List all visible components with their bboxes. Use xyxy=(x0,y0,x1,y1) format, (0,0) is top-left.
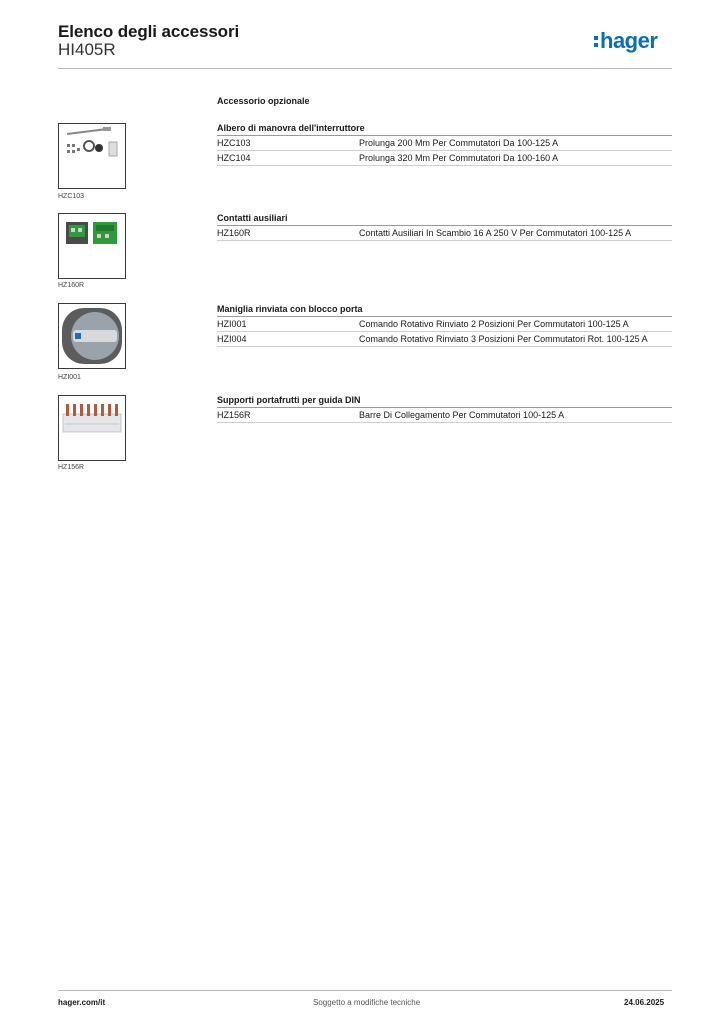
product-code: HZI004 xyxy=(217,334,247,344)
table-row: HZC103 Prolunga 200 Mm Per Commutatori D… xyxy=(217,136,672,151)
group-divider xyxy=(217,316,672,317)
product-code: HZC104 xyxy=(217,153,251,163)
footer-note: Soggetto a modifiche tecniche xyxy=(313,998,421,1007)
section-heading: Accessorio opzionale xyxy=(217,96,310,106)
product-code: HZ156R xyxy=(217,410,251,420)
product-code: HZ160R xyxy=(217,228,251,238)
product-description: Comando Rotativo Rinviato 2 Posizioni Pe… xyxy=(359,319,629,329)
group-divider xyxy=(217,225,672,226)
product-reference: HI405R xyxy=(58,40,116,59)
group-title: Maniglia rinviata con blocco porta xyxy=(217,304,363,314)
accessory-group-rotary-handle: Maniglia rinviata con blocco porta HZI00… xyxy=(217,302,672,347)
table-row: HZ156R Barre Di Collegamento Per Commuta… xyxy=(217,408,672,423)
group-title: Supporti portafrutti per guida DIN xyxy=(217,395,361,405)
product-code: HZC103 xyxy=(217,138,251,148)
accessory-group-shaft: Albero di manovra dell'interruttore HZC1… xyxy=(217,121,672,166)
product-description: Contatti Ausiliari In Scambio 16 A 250 V… xyxy=(359,228,632,238)
footer-date: 24.06.2025 xyxy=(624,998,665,1007)
table-row: HZI001 Comando Rotativo Rinviato 2 Posiz… xyxy=(217,317,672,332)
product-image-auxiliary-contacts xyxy=(58,213,126,279)
product-description: Comando Rotativo Rinviato 3 Posizioni Pe… xyxy=(359,334,648,344)
product-code: HZI001 xyxy=(217,319,247,329)
footer-website-link[interactable]: hager.com/it xyxy=(58,998,106,1007)
footer-divider xyxy=(58,990,672,991)
table-row: HZI004 Comando Rotativo Rinviato 3 Posiz… xyxy=(217,332,672,347)
accessory-group-din-supports: Supporti portafrutti per guida DIN HZ156… xyxy=(217,393,672,423)
product-image-extension-shaft xyxy=(58,123,126,189)
hager-logo: hager xyxy=(593,28,675,56)
product-image-rotary-handle xyxy=(58,303,126,369)
group-divider xyxy=(217,407,672,408)
group-divider xyxy=(217,135,672,136)
product-image-busbar xyxy=(58,395,126,461)
product-description: Barre Di Collegamento Per Commutatori 10… xyxy=(359,410,565,420)
group-title: Albero di manovra dell'interruttore xyxy=(217,123,365,133)
table-row: HZ160R Contatti Ausiliari In Scambio 16 … xyxy=(217,226,672,241)
header-divider xyxy=(58,68,672,69)
svg-text:hager: hager xyxy=(600,28,658,53)
group-title: Contatti ausiliari xyxy=(217,213,288,223)
image-caption: HZC103 xyxy=(58,193,85,200)
accessory-group-auxiliary-contacts: Contatti ausiliari HZ160R Contatti Ausil… xyxy=(217,211,672,241)
product-description: Prolunga 320 Mm Per Commutatori Da 100-1… xyxy=(359,153,559,163)
image-caption: HZI001 xyxy=(58,374,81,381)
page-title: Elenco degli accessori xyxy=(58,22,240,41)
image-caption: HZ160R xyxy=(58,282,85,289)
image-caption: HZ156R xyxy=(58,464,85,471)
table-row: HZC104 Prolunga 320 Mm Per Commutatori D… xyxy=(217,151,672,166)
product-description: Prolunga 200 Mm Per Commutatori Da 100-1… xyxy=(359,138,559,148)
